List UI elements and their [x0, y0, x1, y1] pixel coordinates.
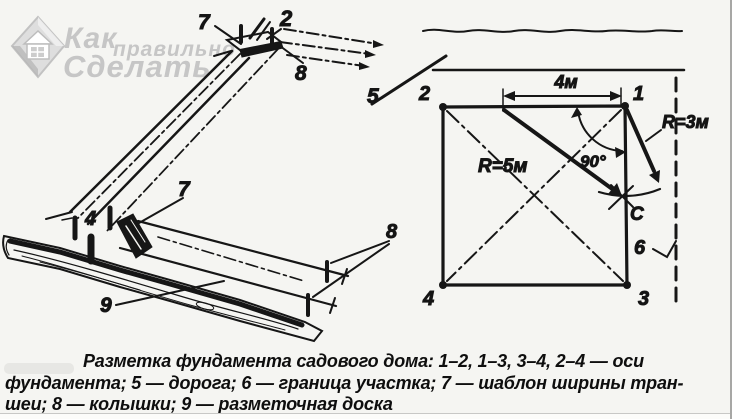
radius-3m-arrow [597, 108, 662, 197]
bottom-edge-strip [0, 413, 730, 419]
right-cord-lines [118, 219, 350, 317]
label-template-mid-7: 7 [178, 178, 191, 201]
house-logo-icon [10, 15, 66, 79]
plan-sketch: 5 6 2 1 4 3 4м R=5м R=3м 90° C [367, 28, 709, 311]
label-stakes-right-8: 8 [386, 221, 398, 243]
leader-lines [115, 25, 390, 306]
label-boundary-6: 6 [634, 237, 646, 259]
stakes-and-template [61, 205, 153, 265]
marking-board-main [2, 234, 324, 343]
label-stakes-top-8: 8 [295, 62, 307, 85]
caption-line-1: Разметка фундамента садового дома: 1–2, … [83, 351, 644, 371]
figure-caption: Разметка фундамента садового дома: 1–2, … [5, 351, 683, 416]
watermark-word-1: Как [64, 22, 118, 55]
watermark-smudge [4, 363, 74, 374]
watermark-word-2: правильно [113, 38, 236, 61]
marking-board-top [224, 17, 284, 58]
label-angle-90: 90° [580, 152, 606, 171]
foundation-marking-drawing: 7 2 8 4 7 8 9 [2, 6, 709, 343]
label-corner-4: 4 [422, 288, 434, 310]
boundary-leader [652, 240, 677, 259]
label-radius-3m: R=3м [662, 112, 709, 132]
label-corner-mid-4: 4 [84, 208, 96, 230]
label-board-9: 9 [100, 294, 112, 317]
label-corner-3: 3 [638, 288, 649, 310]
axis-cord-lines [45, 48, 279, 233]
axis-arrows-to-road [279, 28, 384, 70]
label-road-5: 5 [367, 85, 379, 108]
caption-line-3: шеи; 8 — колышки; 9 — разметочная доска [5, 394, 393, 414]
road-lines [370, 28, 686, 106]
plan-square [439, 102, 631, 289]
label-radius-5m: R=5м [478, 156, 527, 177]
watermark-word-3: Сделать [63, 49, 212, 84]
perspective-sketch: 7 2 8 4 7 8 9 [2, 6, 399, 343]
caption-line-2: фундамента; 5 — дорога; 6 — граница учас… [5, 372, 684, 393]
label-corner-1: 1 [633, 83, 644, 105]
label-template-top-7: 7 [198, 11, 211, 34]
label-dimension-4m: 4м [553, 72, 577, 92]
label-point-c: C [630, 204, 644, 225]
label-corner-2: 2 [418, 83, 430, 105]
label-corner-top-2: 2 [279, 6, 293, 31]
right-angle-arc [571, 107, 626, 158]
dimension-4m [502, 87, 622, 112]
point-c-cross [608, 184, 634, 210]
